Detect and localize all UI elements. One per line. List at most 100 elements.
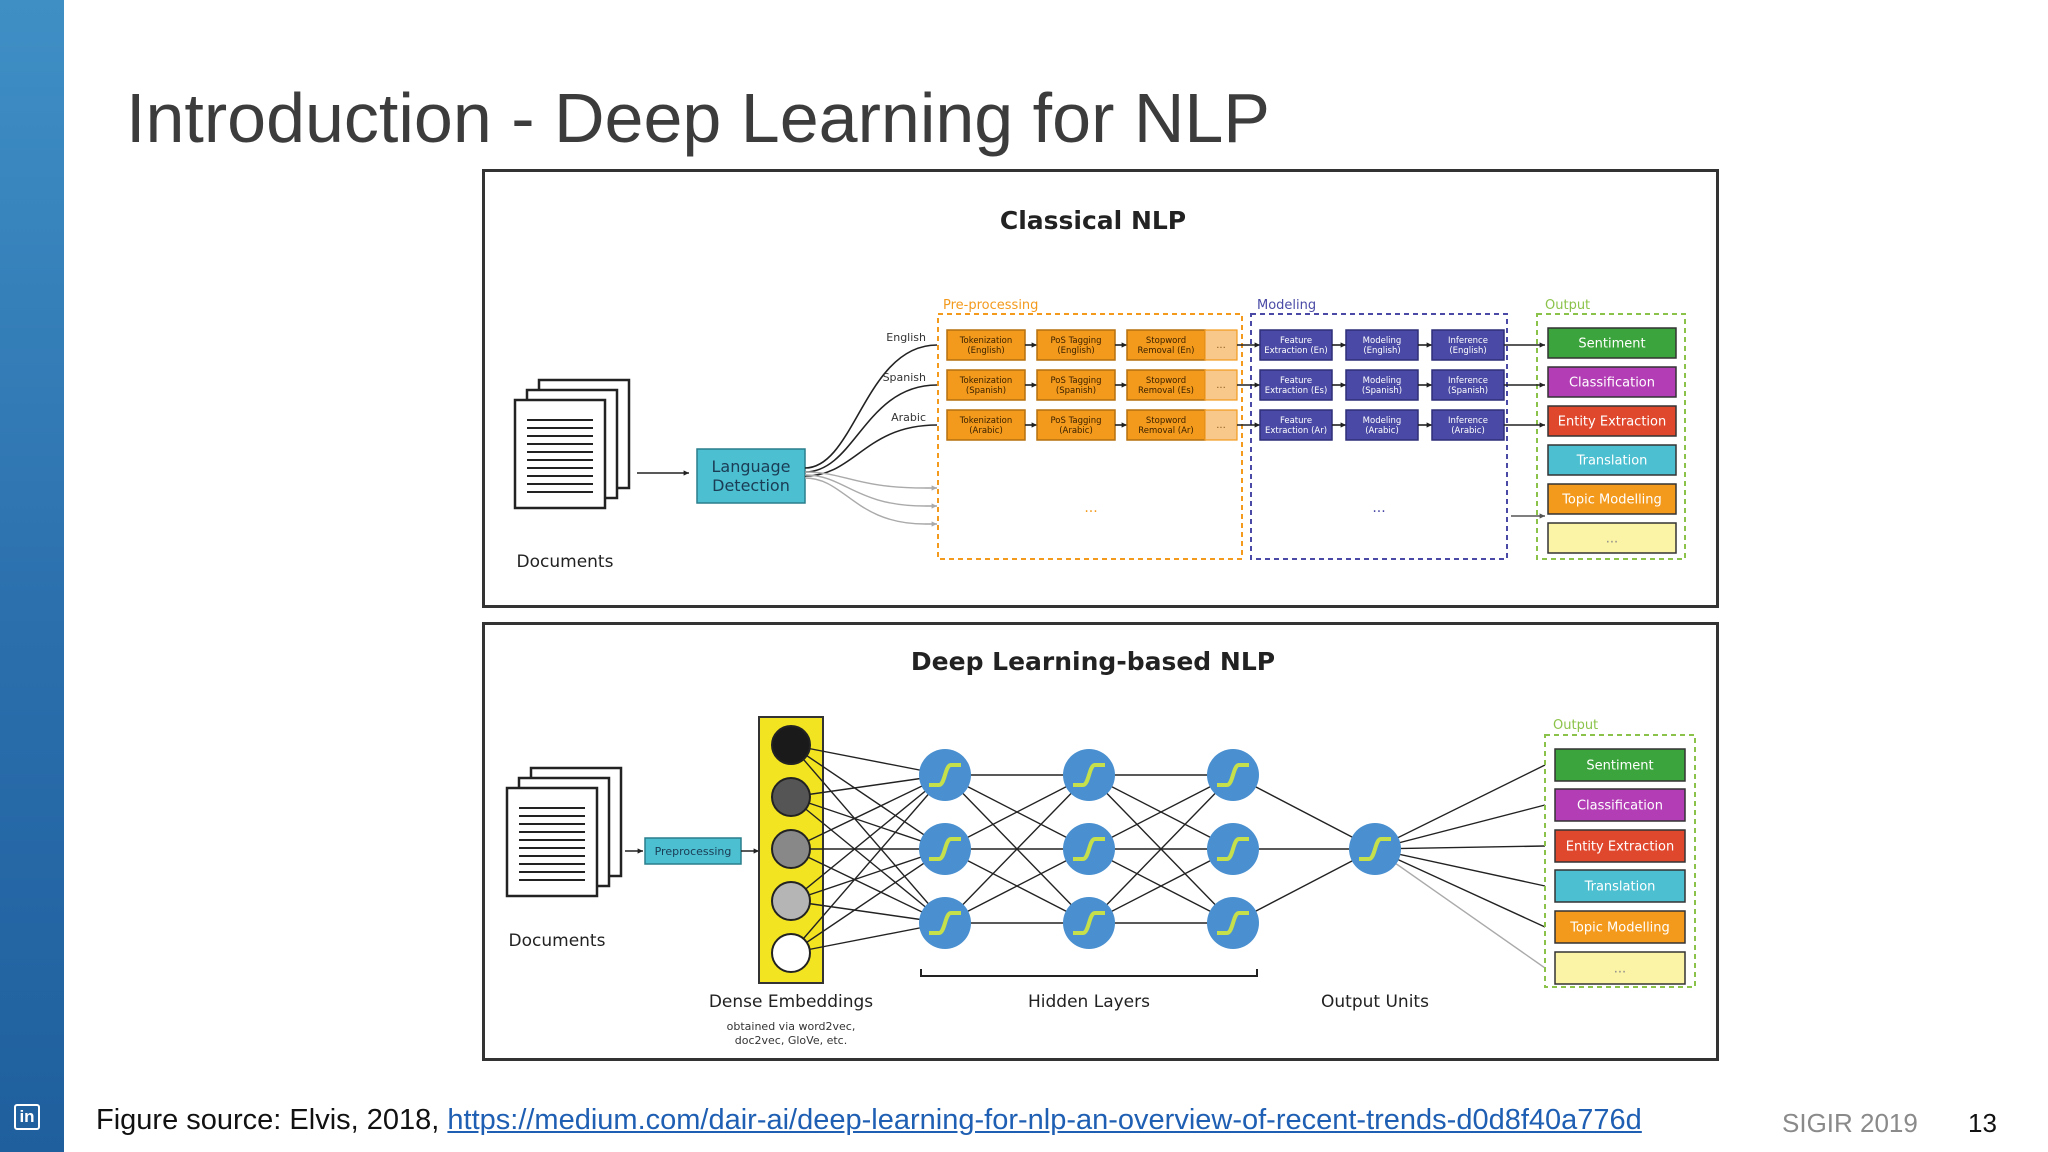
preprocessing-more-label: ...	[1216, 340, 1226, 351]
embedding-node	[771, 933, 811, 973]
arrow-head	[637, 848, 643, 854]
modeling-label: Modeling	[1257, 298, 1316, 313]
page-title: Introduction - Deep Learning for NLP	[126, 79, 1270, 157]
preprocessing-box-label: Tokenization	[959, 336, 1013, 346]
neuron-node	[1063, 823, 1115, 875]
language-branch-faded	[804, 474, 926, 507]
arrow-head	[1340, 422, 1346, 428]
dense-embeddings-label: Dense Embeddings	[709, 992, 873, 1012]
neuron-node	[919, 823, 971, 875]
arrow-head	[1121, 342, 1127, 348]
modeling-box-label: (Spanish)	[1362, 386, 1402, 396]
arrow-head	[1031, 342, 1037, 348]
preprocessing-label: Pre-processing	[943, 298, 1038, 313]
deep-documents-label: Documents	[509, 931, 606, 951]
preprocessing-box-label: Removal (Es)	[1138, 386, 1194, 396]
output-box-label: Entity Extraction	[1558, 415, 1666, 430]
classical-documents-label: Documents	[517, 552, 614, 572]
network-edge	[944, 774, 1090, 850]
network-edge	[790, 848, 946, 954]
embedding-node	[771, 725, 811, 765]
network-edge	[944, 848, 1090, 924]
output-edge	[1374, 764, 1546, 850]
network-edge	[790, 848, 946, 902]
language-detection-box-label: Language	[712, 457, 791, 476]
arrow-head	[1031, 382, 1037, 388]
preprocessing-box-bg	[1126, 369, 1206, 401]
deep-output-box-label: Sentiment	[1586, 759, 1653, 774]
deep-output-box-bg	[1554, 869, 1686, 903]
output-edge	[1374, 848, 1546, 928]
network-edge	[1232, 848, 1376, 924]
preprocessing-box: PoS Tagging(Arabic)	[1036, 409, 1116, 441]
output-box: Sentiment	[1547, 327, 1677, 359]
network-edge	[1088, 774, 1234, 850]
output-box-bg	[1547, 327, 1677, 359]
preprocessing-box-label: Removal (En)	[1138, 346, 1195, 356]
preprocessing-more-box	[1204, 329, 1238, 361]
modeling-box-label: Inference	[1448, 376, 1488, 386]
preprocessing-box: Tokenization(English)	[946, 329, 1026, 361]
preprocessing-box-label: Stopword	[1146, 336, 1186, 346]
preprocessing-box-label: (English)	[1057, 346, 1094, 356]
network-edge	[790, 744, 946, 776]
modeling-box-bg	[1259, 329, 1333, 361]
preprocessing-more-label: ...	[1216, 380, 1226, 391]
deep-output-box: Entity Extraction	[1554, 829, 1686, 863]
modeling-box: Inference(English)	[1431, 329, 1505, 361]
preprocessing-group	[937, 313, 1243, 560]
arrow-head	[931, 485, 937, 491]
output-box: Entity Extraction	[1547, 405, 1677, 437]
preprocessing-box-bg	[1036, 329, 1116, 361]
neuron-node	[1063, 897, 1115, 949]
output-box: Topic Modelling	[1547, 483, 1677, 515]
language-label: Spanish	[883, 371, 926, 384]
neuron-node	[919, 897, 971, 949]
preprocessing-more-label: ...	[1216, 420, 1226, 431]
preprocessing-box-label: Removal (Ar)	[1138, 426, 1193, 436]
preprocessing-box-label: PoS Tagging	[1050, 376, 1101, 386]
language-detection-box-label: Detection	[712, 476, 790, 495]
preprocessing-box-label: Stopword	[1146, 416, 1186, 426]
modeling-box: Modeling(English)	[1345, 329, 1419, 361]
language-branch-faded	[804, 471, 926, 489]
deep-output-box: Classification	[1554, 788, 1686, 822]
preprocessing-box-label: (Arabic)	[969, 426, 1003, 436]
deep-preprocessing-box: Preprocessing	[644, 837, 742, 865]
figure-source-link[interactable]: https://medium.com/dair-ai/deep-learning…	[447, 1104, 1642, 1136]
preprocessing-box-label: (Arabic)	[1059, 426, 1093, 436]
modeling-box-label: Modeling	[1363, 336, 1402, 346]
output-box-label: Topic Modelling	[1561, 493, 1662, 508]
arrow-head	[1254, 382, 1260, 388]
modeling-box-label: Feature	[1280, 376, 1312, 386]
modeling-box-label: (Spanish)	[1448, 386, 1488, 396]
network-edge	[790, 796, 946, 850]
deep-output-box-bg	[1554, 951, 1686, 985]
output-group-label: Output	[1545, 298, 1590, 313]
output-box: Translation	[1547, 444, 1677, 476]
output-group	[1536, 313, 1686, 560]
language-label: English	[886, 331, 926, 344]
deep-output-box-label: Translation	[1584, 880, 1656, 895]
output-box-bg	[1547, 366, 1677, 398]
preprocessing-box-bg	[1126, 409, 1206, 441]
modeling-box: Modeling(Spanish)	[1345, 369, 1419, 401]
preprocessing-ellipsis: ...	[1084, 500, 1097, 516]
output-edge	[1374, 845, 1546, 850]
activation-curve	[1217, 763, 1249, 787]
deep-output-group-label: Output	[1553, 718, 1598, 733]
figure-source-prefix: Figure source: Elvis, 2018,	[96, 1104, 448, 1136]
language-branch	[804, 384, 938, 473]
arrow-head	[1340, 382, 1346, 388]
arrow-head	[1031, 422, 1037, 428]
preprocessing-box-label: Stopword	[1146, 376, 1186, 386]
modeling-box-label: (Arabic)	[1365, 426, 1399, 436]
sidebar-accent	[0, 0, 64, 1152]
modeling-box: Inference(Spanish)	[1431, 369, 1505, 401]
output-box: ...	[1547, 522, 1677, 554]
network-edge	[1088, 774, 1234, 924]
